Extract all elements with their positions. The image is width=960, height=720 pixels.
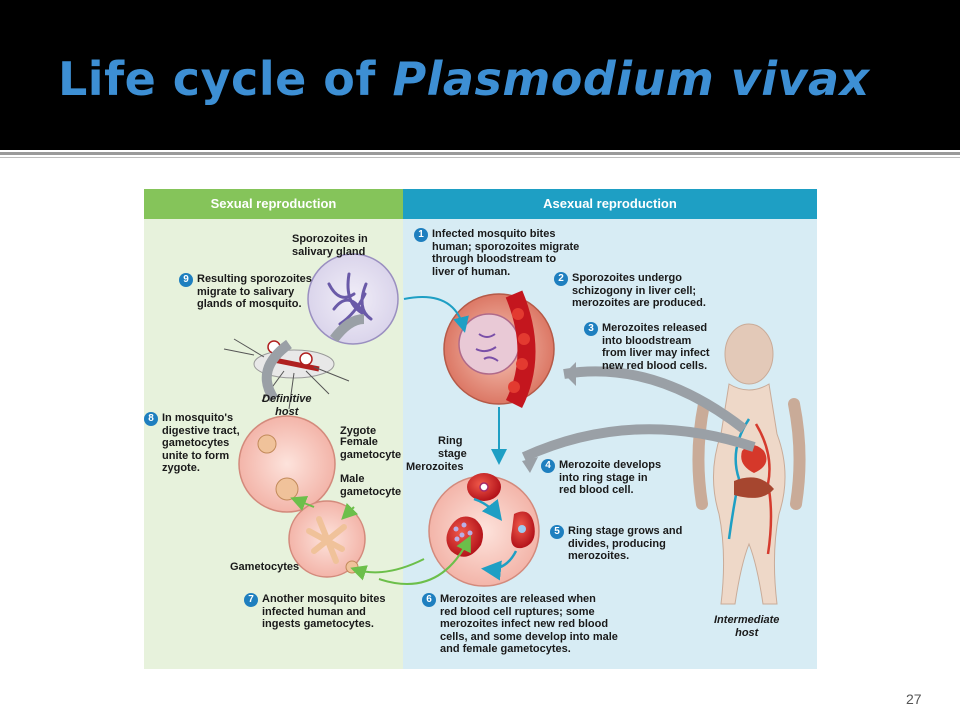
- label-zygote: Zygote: [340, 425, 377, 437]
- arrow-step1: [403, 296, 469, 333]
- arrow-step7: [350, 558, 425, 581]
- step-7: 7 Another mosquito bites infected human a…: [244, 593, 385, 631]
- arrow-step8: [290, 496, 315, 511]
- step-4-text: Merozoite develops into ring stage in re…: [559, 459, 662, 496]
- step-5-text: Ring stage grows and divides, producing …: [568, 525, 683, 562]
- step-6: 6 Merozoites are released when red blood …: [422, 593, 618, 656]
- page-number: 27: [906, 691, 922, 707]
- step-3: 3 Merozoites released into bloodstream fr…: [584, 322, 710, 372]
- gametocytes-circle: [288, 500, 366, 578]
- step-7-text: Another mosquito bites infected human an…: [262, 593, 386, 630]
- life-cycle-diagram: Sexual reproduction Asexual reproduction: [144, 189, 817, 669]
- step-6-text: Merozoites are released when red blood c…: [440, 593, 618, 655]
- arrow-liver-to-blood: [563, 366, 748, 433]
- label-definitive-host: Definitive host: [262, 393, 312, 418]
- step-8-badge: 8: [144, 412, 158, 426]
- step-5: 5 Ring stage grows and divides, producing…: [550, 525, 682, 563]
- arrow-to-salivary: [330, 314, 365, 343]
- title-species: Plasmodium vivax: [392, 52, 870, 106]
- title-bar: Life cycle of Plasmodium vivax: [0, 0, 960, 150]
- diagram-art: [223, 253, 806, 605]
- label-sporozoites: Sporozoites in salivary gland: [292, 233, 368, 258]
- label-female-gametocyte: Female gametocyte: [340, 436, 402, 461]
- label-intermediate-host: Intermediate host: [714, 614, 780, 639]
- human-figure: [692, 323, 806, 605]
- arrow-blood-to-rbc: [521, 424, 756, 462]
- salivary-gland-circle: [307, 253, 399, 345]
- step-9-text: Resulting sporozoites migrate to salivar…: [197, 273, 312, 310]
- asexual-header: Asexual reproduction: [403, 189, 817, 219]
- label-gametocytes: Gametocytes: [230, 561, 300, 573]
- step-3-text: Merozoites released into bloodstream fro…: [602, 322, 710, 372]
- step-9: 9 Resulting sporozoites migrate to saliva…: [179, 273, 312, 311]
- zygote-circle: [238, 415, 336, 513]
- label-ring-stage: Ring stage: [438, 435, 467, 460]
- step-1-badge: 1: [414, 228, 428, 242]
- step-4-badge: 4: [541, 459, 555, 473]
- step-4: 4 Merozoite develops into ring stage in r…: [541, 459, 661, 497]
- liver-cell-circle: [443, 290, 555, 409]
- arrow-mosquito-up: [261, 339, 293, 402]
- step-1-text: Infected mosquito bites human; sporozoit…: [432, 228, 580, 278]
- step-2-badge: 2: [554, 272, 568, 286]
- slide-title: Life cycle of Plasmodium vivax: [58, 52, 870, 106]
- step-2-text: Sporozoites undergo schizogony in liver …: [572, 272, 706, 309]
- label-merozoites: Merozoites: [406, 461, 464, 473]
- arrow-step6: [378, 535, 471, 585]
- step-2: 2 Sporozoites undergo schizogony in liver…: [554, 272, 706, 310]
- step-8-text: In mosquito's digestive tract, gametocyt…: [162, 412, 240, 474]
- label-male-gametocyte: Male gametocyte: [340, 473, 402, 498]
- step-7-badge: 7: [244, 593, 258, 607]
- step-5-badge: 5: [550, 525, 564, 539]
- title-rule-thin: [0, 157, 960, 158]
- step-9-badge: 9: [179, 273, 193, 287]
- step-8: 8 In mosquito's digestive tract, gametocy…: [144, 412, 240, 475]
- step-6-badge: 6: [422, 593, 436, 607]
- sexual-header: Sexual reproduction: [144, 189, 403, 219]
- title-text: Life cycle of: [58, 52, 393, 106]
- step-1: 1 Infected mosquito bites human; sporozoi…: [414, 228, 579, 278]
- step-3-badge: 3: [584, 322, 598, 336]
- title-rule: [0, 152, 960, 155]
